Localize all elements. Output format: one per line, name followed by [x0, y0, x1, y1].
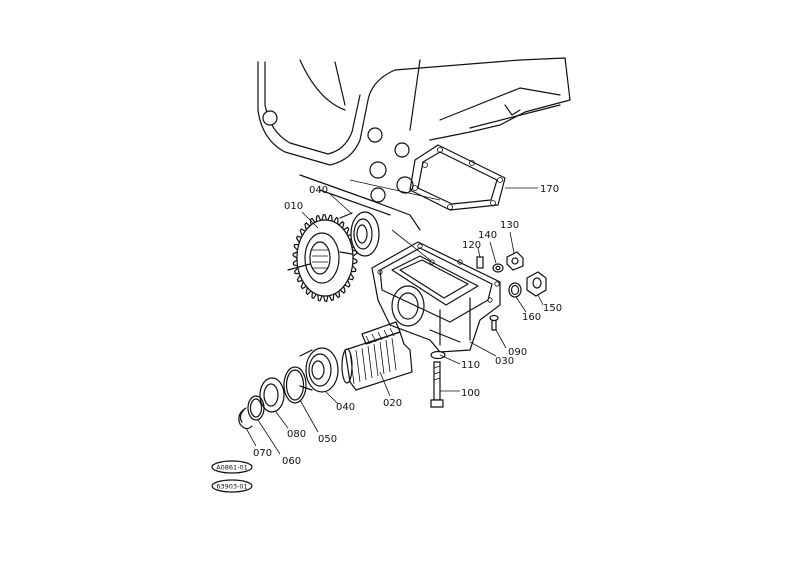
callout-170: 170: [540, 184, 559, 195]
washer-140: [492, 263, 504, 273]
collar-080: [259, 377, 285, 413]
gasket-170: [409, 144, 506, 211]
callout-060: 060: [282, 456, 301, 467]
callout-100: 100: [461, 388, 480, 399]
bearing-040-upper: [339, 211, 380, 257]
callout-040-lower: 040: [336, 402, 355, 413]
callout-120: 120: [462, 240, 481, 251]
callout-020: 020: [383, 398, 402, 409]
callout-labels: 010 040 170 130 140 120 150 160 090 030 …: [253, 184, 562, 467]
leader-lines: [245, 187, 544, 455]
callout-070: 070: [253, 448, 272, 459]
callout-040-upper: 040: [309, 185, 328, 196]
shim-060: [247, 395, 265, 421]
callout-110: 110: [461, 360, 480, 371]
transmission-housing: [257, 57, 571, 231]
snap-ring-050: [283, 366, 307, 404]
callout-090: 090: [508, 347, 527, 358]
callout-150: 150: [543, 303, 562, 314]
gear-case-030: [371, 229, 501, 353]
shaft-020: [341, 321, 413, 391]
reference-badge-1: [211, 460, 253, 474]
reference-badges: A0861-01 63903-01: [211, 460, 253, 493]
plug-150: [526, 271, 547, 297]
callout-130: 130: [500, 220, 519, 231]
callout-140: 140: [478, 230, 497, 241]
nut-130: [506, 251, 524, 271]
callout-080: 080: [287, 429, 306, 440]
washer-110: [430, 350, 446, 360]
reference-badge-2-text: 63903-01: [216, 483, 247, 491]
hardware-group: [476, 251, 547, 331]
callout-050: 050: [318, 434, 337, 445]
reference-badge-1-text: A0861-01: [216, 464, 248, 472]
bolt-100: [430, 350, 446, 408]
callout-010: 010: [284, 201, 303, 212]
reference-badge-2: [211, 479, 253, 493]
callout-030: 030: [495, 356, 514, 367]
pin-120: [476, 256, 484, 269]
circlip-070: [238, 407, 253, 430]
o-ring-160: [508, 282, 522, 298]
callout-160: 160: [522, 312, 541, 323]
gear-010: [287, 214, 358, 302]
